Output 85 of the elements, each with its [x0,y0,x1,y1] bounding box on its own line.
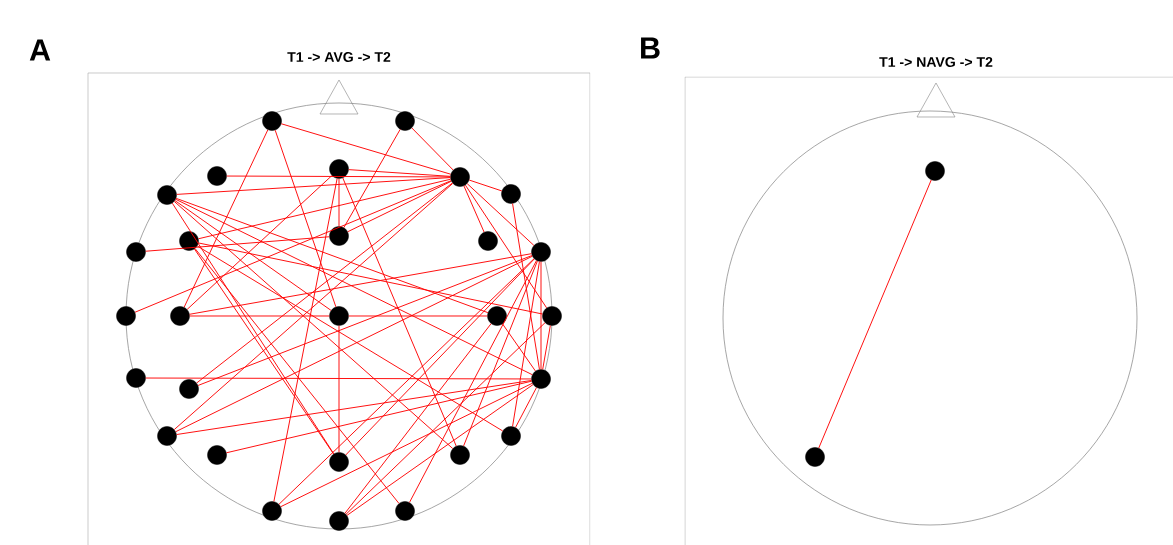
connection-line [175,255,533,433]
connection-line [194,248,334,455]
connection-line [345,258,535,456]
connection-line [345,322,546,515]
electrode-dot [262,111,282,131]
electrode-dot [126,368,146,388]
connection-line [176,380,532,435]
connection-line [512,261,540,427]
connection-line [189,315,330,317]
connection-line [540,261,542,370]
connection-line [346,384,534,516]
connection-line [198,242,543,315]
connection-line [463,185,485,233]
electrode-dot [116,306,136,326]
electrode-dot [329,306,349,326]
electrode-dot [126,242,146,262]
electrode-dot [179,231,199,251]
electrode-dot [925,161,945,181]
electrode-dot [395,501,415,521]
connection-line [145,236,330,252]
connection-line [183,129,269,308]
connection-line [134,180,452,313]
connection-line [145,377,532,380]
connection-line [174,200,332,311]
panel-title: T1 -> NAVG -> T2 [879,57,993,67]
connection-line [338,178,340,227]
connection-line [226,175,451,178]
electrode-dot [207,445,227,465]
connection-line [280,123,452,175]
connection-line [186,175,333,310]
connection-line [342,177,457,447]
electrode-dot [157,426,177,446]
connection-line [278,258,535,505]
connection-line [280,382,533,508]
connection-line [196,182,453,384]
electrode-dot [478,231,498,251]
connection-line [274,129,337,308]
connection-line [343,128,401,228]
electrode-dot [805,447,825,467]
electrode-dot [329,452,349,472]
electrode-dot [395,111,415,131]
connection-line [502,323,536,372]
connection-line [344,323,492,514]
connection-line [463,260,538,447]
connection-line [411,127,454,171]
connection-line [468,179,503,192]
electrode-dot [487,306,507,326]
electrode-dot [262,501,282,521]
connection-line [542,325,551,370]
electrode-dot [531,369,551,389]
connection-line [348,315,488,317]
electrode-dot [501,184,521,204]
connection-line [273,178,338,502]
electrode-dot [450,167,470,187]
connection-line [175,197,489,314]
electrode-dot [207,166,227,186]
panel-title: T1 -> AVG -> T2 [287,52,391,62]
connection-line [194,248,400,504]
electrode-dot [501,426,521,446]
connection-line [515,387,537,428]
connection-line [176,177,451,195]
electrode-dot [179,379,199,399]
connection-line [409,260,537,503]
connection-line [197,255,533,386]
electrode-dot [450,445,470,465]
electrode-dot [329,511,349,531]
panel-letter: A [29,39,51,61]
connection-line [818,179,932,449]
connection-line [226,380,532,454]
connection-line [175,198,533,376]
connection-line [338,325,340,453]
electrode-dot [542,306,562,326]
connection-line [466,183,535,246]
electrode-dot [170,306,190,326]
electrode-dot [157,185,177,205]
electrode-dot [329,159,349,179]
electrode-dot [531,242,551,262]
connection-line [196,245,504,432]
connection-line [347,180,452,233]
connection-line [189,253,532,315]
connection-line [464,184,548,309]
connection-line [512,203,540,370]
panel-letter: B [641,37,660,59]
electrode-dot [329,226,349,246]
connection-line [198,178,451,240]
